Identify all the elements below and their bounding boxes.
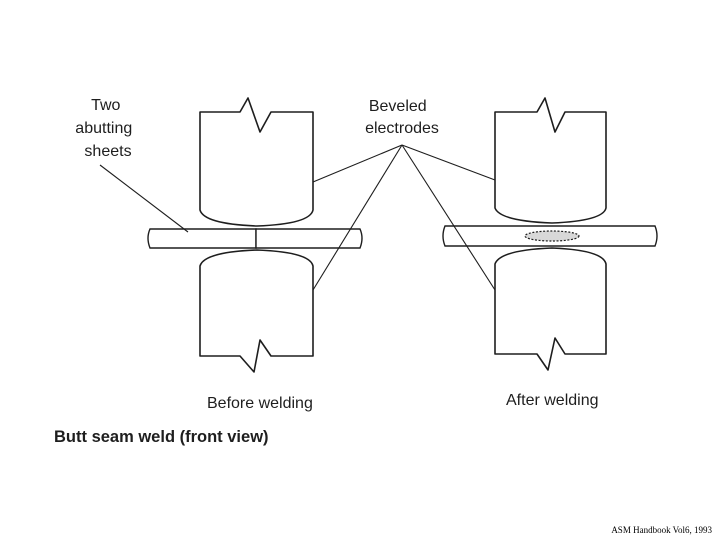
label-electrodes-line-2: electrodes [365, 120, 439, 137]
label-electrodes: Beveled electrodes [365, 98, 439, 137]
label-before-welding: Before welding [207, 395, 313, 412]
electrodes-leader-1 [312, 144, 403, 183]
leader-lines [99, 144, 496, 291]
figure-caption: Butt seam weld (front view) [54, 428, 269, 446]
upper-electrode-before [199, 97, 314, 227]
sheets-leader [99, 164, 189, 233]
label-sheets-line-1: Two [91, 97, 120, 114]
label-after-welding: After welding [506, 392, 599, 409]
lower-electrode-after [494, 247, 607, 371]
before-welding-assembly [147, 97, 363, 373]
electrodes-leader-2 [312, 144, 403, 291]
source-credit: ASM Handbook Vol6, 1993 [611, 525, 712, 535]
label-sheets: Two abutting sheets [75, 97, 136, 160]
electrodes-leader-4 [401, 144, 496, 291]
upper-electrode-after [494, 97, 607, 224]
after-welding-assembly [442, 97, 658, 371]
right-sheet [255, 228, 363, 249]
label-sheets-line-2: abutting [75, 120, 132, 137]
lower-electrode-before [199, 249, 314, 373]
abutting-sheets [147, 228, 363, 249]
electrodes-leader-3 [401, 144, 496, 181]
label-electrodes-line-1: Beveled [369, 98, 427, 115]
left-sheet [147, 228, 257, 249]
label-sheets-line-3: sheets [84, 143, 131, 160]
weld-nugget [524, 230, 580, 242]
